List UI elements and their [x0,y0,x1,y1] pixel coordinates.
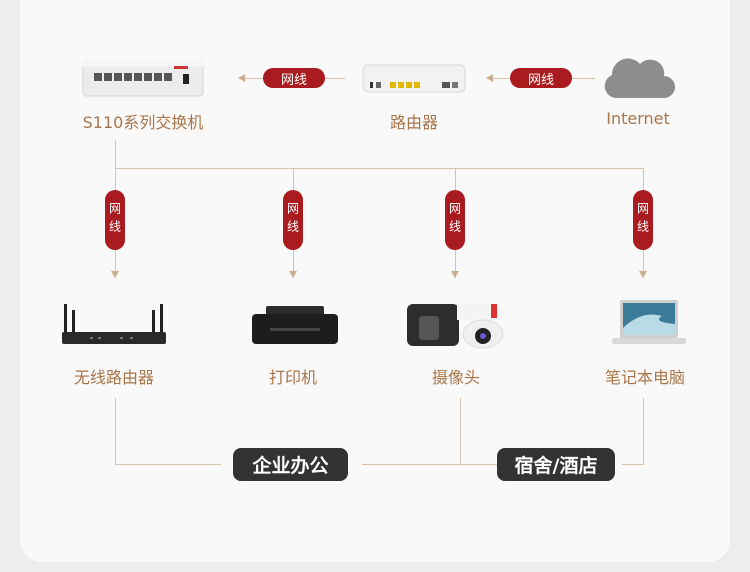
scenario-badge-office: 企业办公 [233,448,348,481]
cloud-icon [604,58,675,98]
arrow-down-icon [451,271,459,278]
router-label: 路由器 [389,113,439,132]
device-label: 摄像头 [431,368,481,387]
arrow-down-icon [289,271,297,278]
wireless-router-icon [62,304,166,344]
arrow-down-icon [111,271,119,278]
cable-badge: 网线 [283,190,303,250]
cable-badge: 网线 [105,190,125,250]
internet-label: Internet [606,109,670,128]
device-label: 打印机 [268,368,318,387]
arrow-left-icon [486,74,493,82]
cable-badge: 网线 [445,190,465,250]
laptop-icon [612,300,686,344]
router-icon [362,64,466,93]
cable-badge: 网线 [510,68,572,88]
printer-icon [252,306,338,344]
arrow-left-icon [238,74,245,82]
device-label: 无线路由器 [73,368,155,387]
cable-badge: 网线 [633,190,653,250]
switch-icon [82,61,204,97]
scenario-badge-dorm-hotel: 宿舍/酒店 [497,448,615,481]
device-label: 笔记本电脑 [604,368,686,387]
arrow-down-icon [639,271,647,278]
cable-badge: 网线 [263,68,325,88]
camera-icon [407,304,504,349]
switch-label: S110系列交换机 [82,113,204,132]
